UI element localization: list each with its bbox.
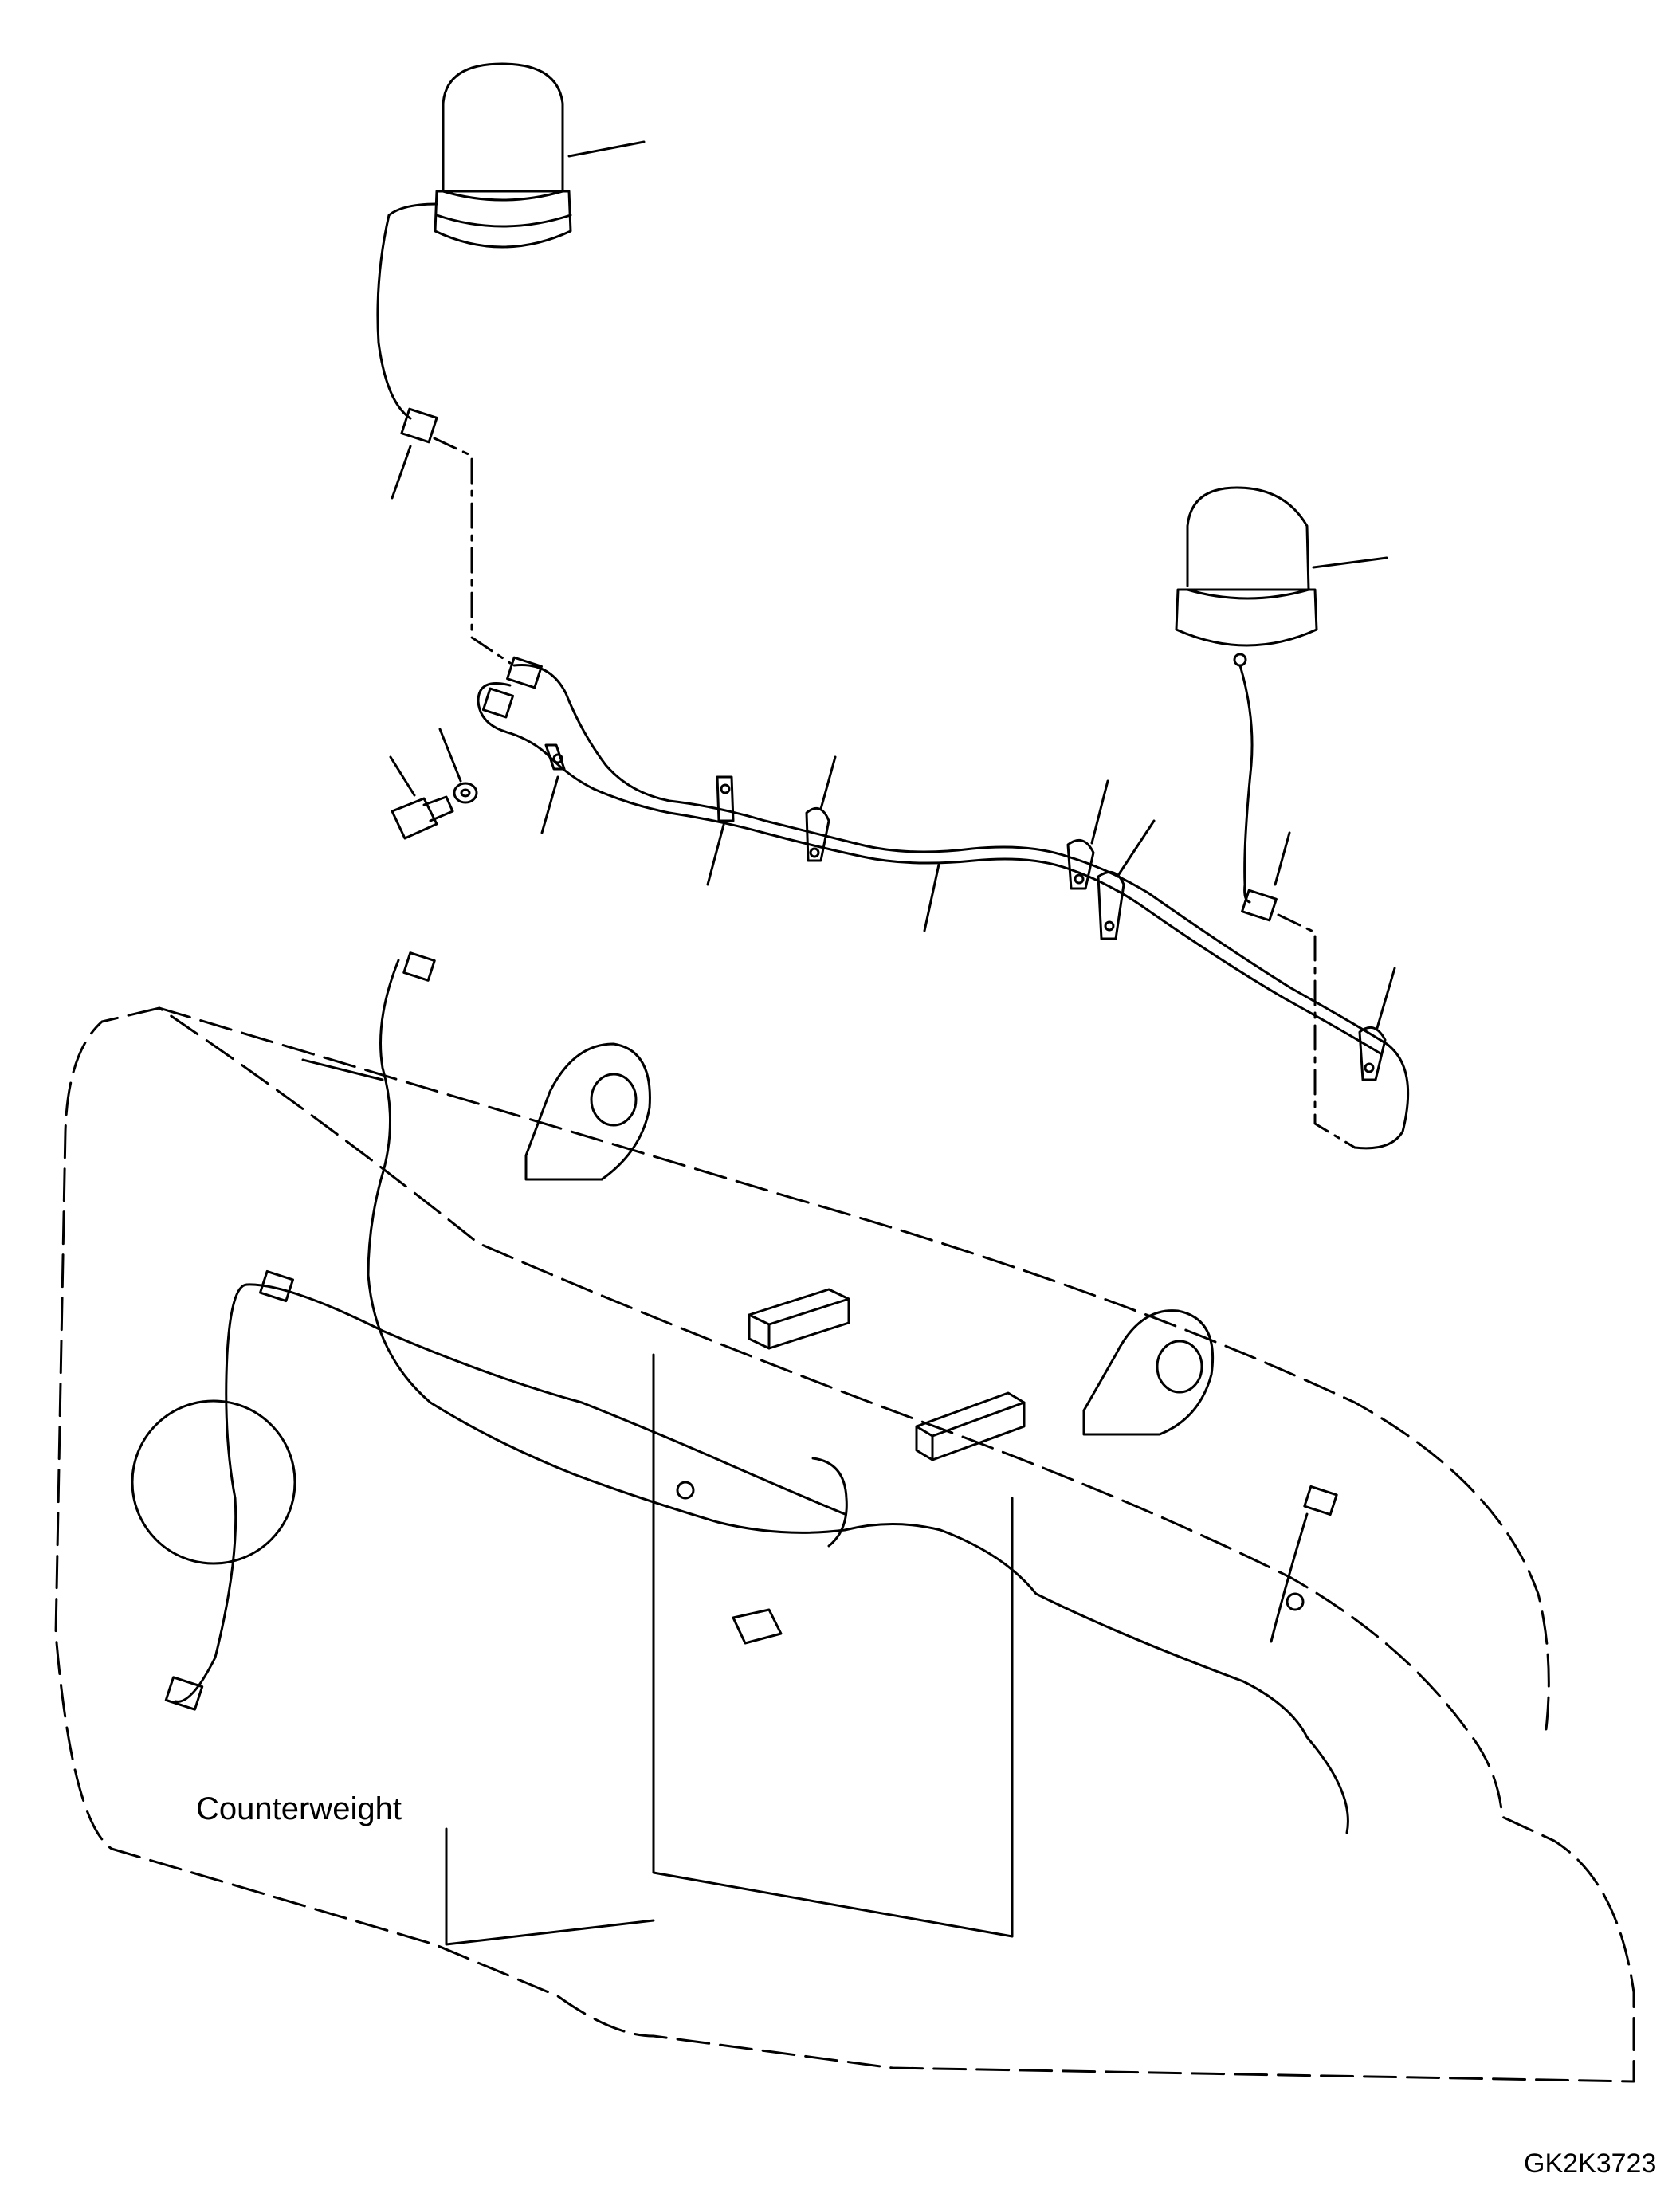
washer bbox=[438, 728, 478, 804]
beacon-lamp-left bbox=[376, 62, 572, 420]
beacon-lamp-right bbox=[1175, 486, 1318, 904]
lifting-eye-right bbox=[1082, 1309, 1215, 1436]
harness-leader bbox=[923, 863, 940, 932]
bolt bbox=[389, 755, 454, 840]
vehicle-harness bbox=[164, 951, 1349, 1834]
clamp-6 bbox=[1358, 967, 1396, 1081]
mounting-block-1 bbox=[748, 1288, 850, 1350]
leader-line-beacon-left bbox=[567, 140, 646, 158]
counterweight-label: Counterweight bbox=[196, 1791, 402, 1826]
connector-lamp-left bbox=[391, 407, 438, 500]
mounting-block-2 bbox=[915, 1391, 1026, 1461]
connector-lamp-right bbox=[1241, 831, 1291, 922]
clamp-1 bbox=[540, 743, 566, 834]
dash-dot-guide-left bbox=[433, 437, 512, 665]
lifting-eye-left bbox=[524, 1042, 651, 1181]
dash-dot-guide-right bbox=[1277, 913, 1356, 1149]
clamp-4 bbox=[1066, 779, 1109, 890]
clamp-3 bbox=[805, 755, 837, 862]
counterweight-body bbox=[131, 1058, 1014, 1946]
clamp-5 bbox=[1097, 819, 1156, 940]
drawing-code-label: GK2K3723 bbox=[1524, 2148, 1657, 2179]
clamp-2 bbox=[706, 775, 735, 886]
counterweight-outline bbox=[54, 1006, 1635, 2083]
leader-line-beacon-right bbox=[1312, 556, 1388, 569]
